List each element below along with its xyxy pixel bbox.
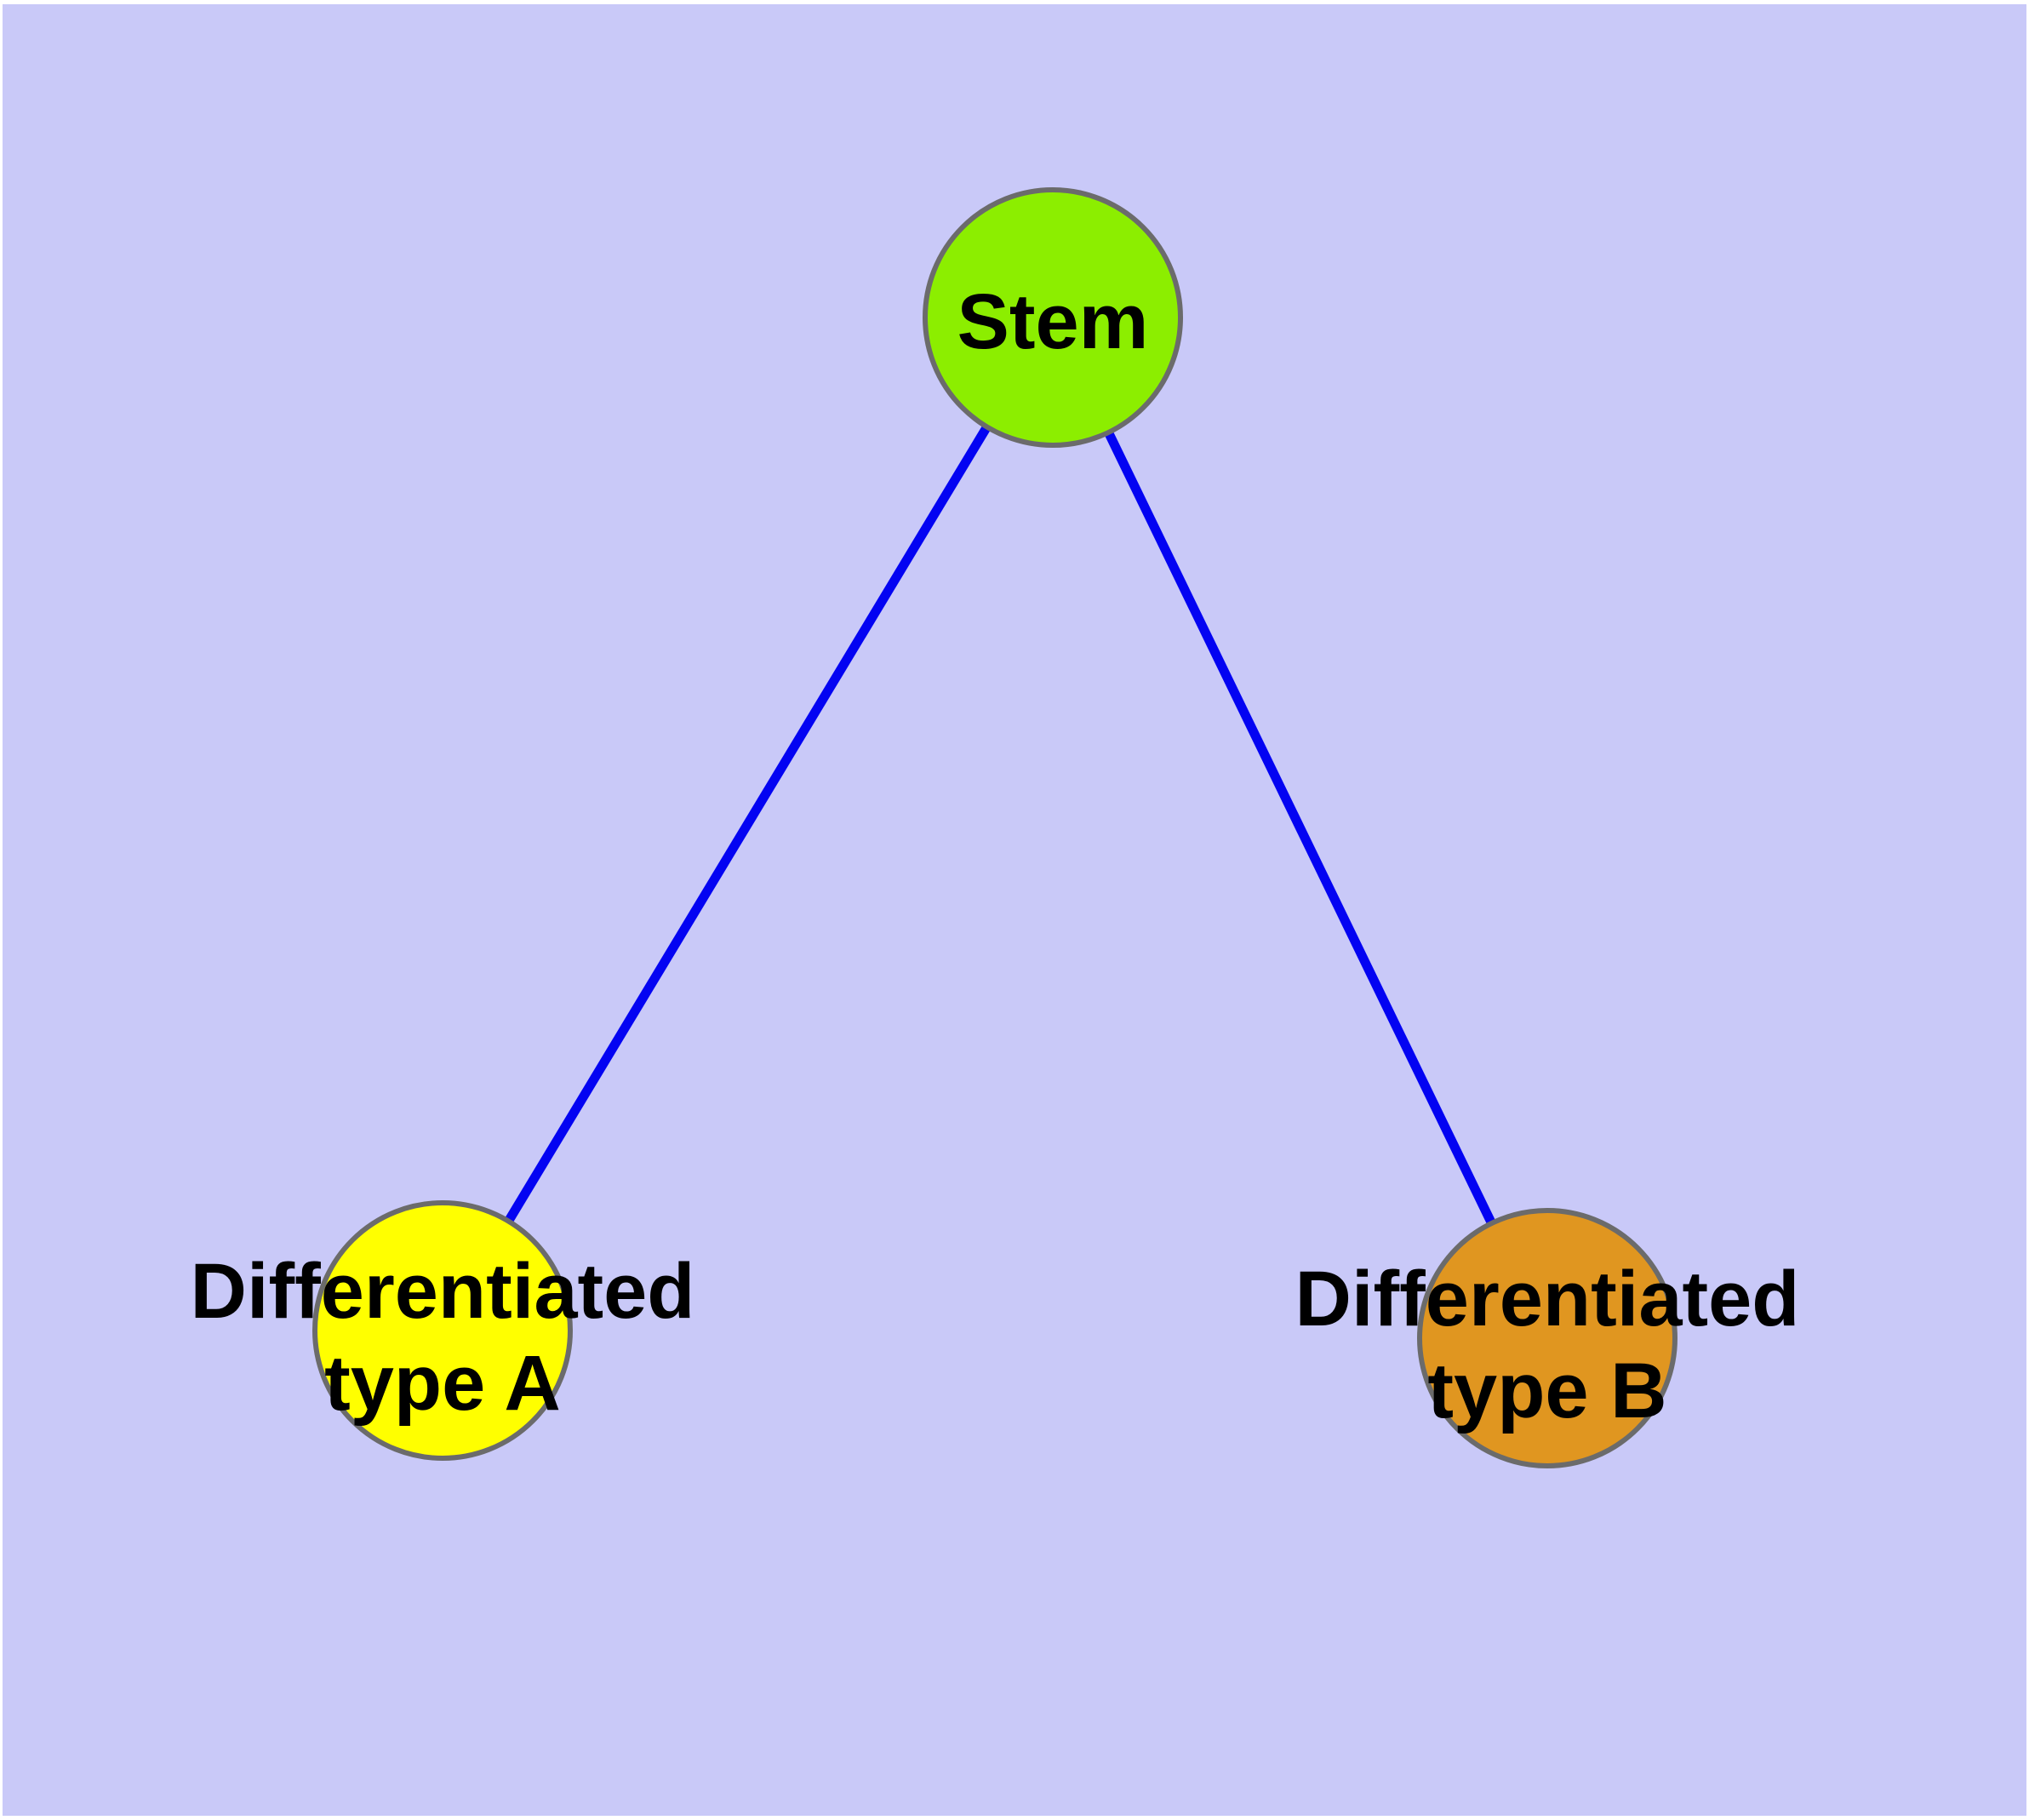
node-type-b-label-line2: type B — [1427, 1348, 1666, 1434]
node-differentiated-type-b — [1417, 1208, 1677, 1468]
node-type-a-label-line2: type A — [324, 1340, 561, 1427]
edge-stem-to-type-a — [438, 315, 1057, 1333]
node-type-b-label-line1: Differentiated — [1295, 1256, 1800, 1342]
edge-stem-to-type-b — [1049, 315, 1552, 1341]
node-differentiated-type-a — [312, 1200, 573, 1461]
node-stem-label: Stem — [957, 278, 1149, 365]
node-type-a-label-line1: Differentiated — [191, 1248, 695, 1335]
node-stem — [923, 187, 1183, 448]
